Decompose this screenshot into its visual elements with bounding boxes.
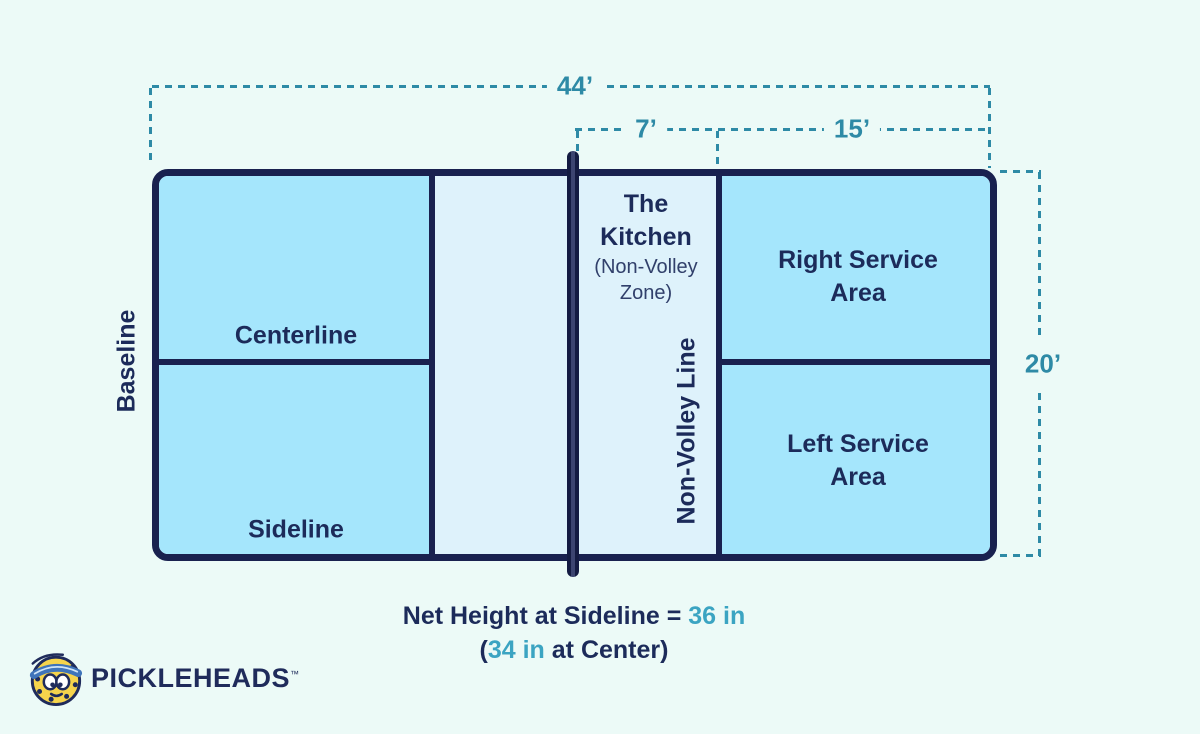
caption-line2-prefix: (	[479, 636, 488, 664]
caption-line1-prefix: Net Height at Sideline =	[402, 602, 689, 630]
centerline-label: Centerline	[234, 321, 358, 350]
dim-line-7ft-15ft	[575, 128, 990, 131]
pickleheads-logo: PICKLEHEADS™	[26, 649, 300, 707]
right-service-line1: Right Service	[778, 246, 938, 274]
non-volley-line	[716, 176, 722, 554]
kitchen-title-line2: Kitchen	[600, 223, 692, 251]
dim-tick-non-volley-line	[716, 131, 719, 167]
dim-label-20ft: 20’	[1020, 340, 1066, 388]
right-service-line2: Area	[830, 279, 886, 307]
trademark-symbol: ™	[290, 668, 300, 679]
kitchen-subtitle-line2: Zone)	[619, 282, 673, 304]
left-kitchen-line	[429, 176, 435, 554]
dim-label-44ft: 44’	[546, 70, 604, 102]
centerline-left-segment	[159, 359, 435, 365]
dim-label-15ft: 15’	[823, 113, 881, 145]
dim-label-7ft: 7’	[625, 113, 667, 145]
brand-wordmark: PICKLEHEADS™	[91, 662, 300, 693]
kitchen-label-block: The Kitchen (Non-Volley Zone)	[594, 188, 697, 306]
sideline-label: Sideline	[248, 515, 344, 544]
caption-line1-value: 36 in	[688, 602, 746, 630]
dim-tick-20ft-bottom	[1000, 554, 1041, 557]
net-height-caption-line2: (34 in at Center)	[403, 633, 745, 667]
dim-tick-net-top	[576, 131, 579, 153]
left-service-line2: Area	[830, 463, 886, 491]
net-height-caption: Net Height at Sideline = 36 in (34 in at…	[403, 599, 745, 667]
net-height-caption-line1: Net Height at Sideline = 36 in	[403, 599, 745, 633]
brand-name: PICKLEHEADS	[91, 662, 291, 693]
caption-line2-suffix: at Center)	[544, 636, 669, 664]
right-court-service-panel	[722, 176, 990, 554]
dim-tick-44ft-left	[149, 88, 152, 166]
centerline-right-segment	[716, 359, 990, 365]
kitchen-title-line1: The	[623, 190, 669, 218]
pickleball-icon	[29, 653, 83, 707]
baseline-label: Baseline	[112, 309, 141, 413]
net-line	[567, 151, 579, 577]
left-service-line1: Left Service	[787, 430, 929, 458]
right-service-area-label: Right Service Area	[778, 244, 938, 310]
non-volley-line-label: Non-Volley Line	[672, 337, 701, 525]
kitchen-subtitle-line1: (Non-Volley	[594, 256, 698, 278]
left-service-area-label: Left Service Area	[787, 428, 929, 494]
caption-line2-value: 34 in	[487, 636, 545, 664]
dim-tick-20ft-top	[1000, 170, 1041, 173]
left-court-service-panel	[159, 176, 429, 554]
